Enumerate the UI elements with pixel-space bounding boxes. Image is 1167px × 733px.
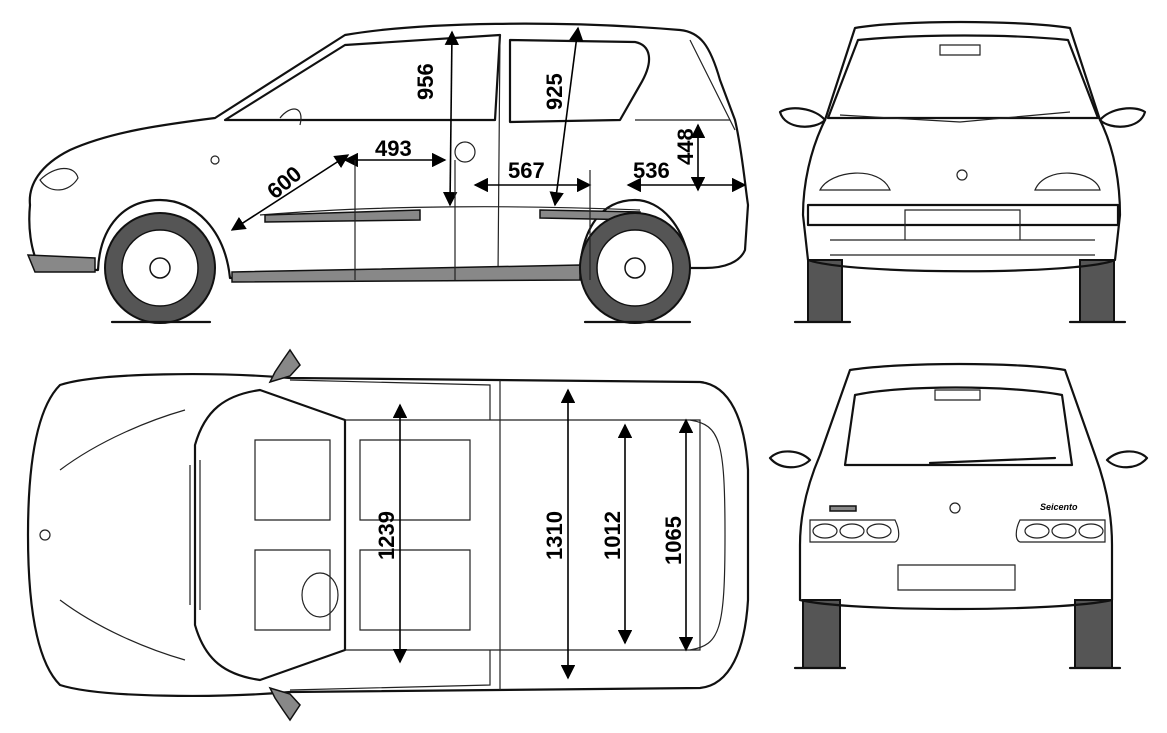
dim-1065: 1065	[661, 516, 686, 565]
dim-493: 493	[375, 136, 412, 161]
dim-448: 448	[673, 128, 698, 165]
rear-window	[843, 386, 1074, 467]
dim-536: 536	[633, 158, 670, 183]
dim-600: 600	[262, 161, 306, 204]
rear-wheel	[579, 212, 691, 324]
dim-567: 567	[508, 158, 545, 183]
front-wheel	[104, 212, 216, 324]
side-front-window	[223, 33, 502, 122]
front-view	[778, 20, 1147, 324]
dim-925: 925	[542, 73, 567, 110]
side-view: 956 925 493 600 567 536 448	[26, 22, 750, 324]
dim-1239: 1239	[374, 511, 399, 560]
top-view: 1239 1310 1012 1065	[26, 348, 750, 722]
front-windshield	[826, 34, 1100, 120]
rear-view: Seicento	[768, 362, 1149, 670]
rear-body-outline	[798, 362, 1114, 611]
dim-1310: 1310	[542, 511, 567, 560]
side-rear-window	[508, 38, 651, 124]
side-body-outline	[28, 22, 750, 280]
dim-1012: 1012	[600, 511, 625, 560]
top-windshield	[193, 388, 347, 682]
dim-956: 956	[413, 63, 438, 100]
front-body-outline	[801, 20, 1122, 273]
rear-badge: Seicento	[1040, 502, 1078, 512]
